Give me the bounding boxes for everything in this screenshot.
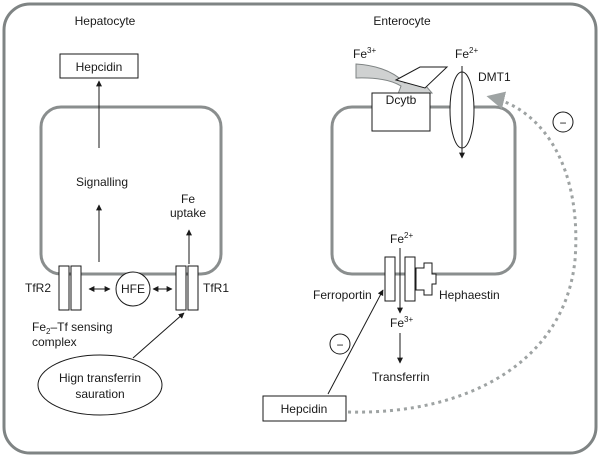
tfr2-label: TfR2 [25, 281, 51, 295]
hepcidin-to-ferroportin-arrow [327, 289, 384, 395]
fe2-ferroportin-label: Fe2+ [390, 231, 413, 246]
high-saturation-label-line1: Hign transferrin [59, 371, 141, 385]
high-saturation-ellipse [37, 354, 163, 416]
dcytb-box [371, 92, 431, 132]
hfe-circle [115, 271, 151, 307]
ferroportin-inhibition-sign: − [336, 338, 343, 352]
enterocyte-title: Enterocyte [373, 14, 431, 28]
hepatocyte-cell-membrane [39, 105, 223, 276]
ferroportin-inhibition-icon [329, 333, 351, 355]
ferroportin-label: Ferroportin [313, 288, 372, 302]
tfr2-receptor [58, 265, 82, 311]
tfr1-label: TfR1 [203, 281, 229, 295]
fe3-transferrin-label: Fe3+ [390, 315, 413, 330]
tfr1-receptor [175, 265, 199, 311]
enterocyte-hepcidin-label: Hepcidin [281, 402, 328, 416]
dmt1-label: DMT1 [478, 70, 511, 84]
dmt1-inhibition-sign: − [559, 116, 566, 130]
fe2-top-label: Fe2+ [455, 46, 478, 61]
fe3-top-label: Fe3+ [353, 46, 376, 61]
hepatocyte-hepcidin-box [59, 53, 139, 79]
fe-uptake-label-line1: Fe [181, 192, 195, 206]
hfe-label: HFE [121, 282, 145, 296]
saturation-to-tfr1-arrow [132, 312, 185, 359]
hepatocyte-title: Hepatocyte [75, 14, 136, 28]
signalling-label: Signalling [76, 175, 128, 189]
dcytb-label: Dcytb [386, 93, 417, 107]
dmt1-inhibition-icon [552, 111, 574, 133]
enterocyte-hepcidin-box [262, 395, 347, 422]
enterocyte-cell-membrane [330, 105, 517, 276]
high-saturation-label-line2: sauration [75, 387, 124, 401]
hephaestin-label: Hephaestin [439, 288, 500, 302]
hepcidin-feedback-dotted-path [347, 91, 578, 414]
sensing-complex-label-line1: Fe2–Tf sensing [32, 320, 113, 336]
fe-uptake-label-line2: uptake [170, 206, 206, 220]
ferroportin-channel [384, 256, 416, 302]
transferrin-label: Transferrin [372, 370, 430, 384]
hephaestin-shape [415, 262, 437, 296]
hepatocyte-hepcidin-label: Hepcidin [76, 60, 123, 74]
dcytb-arrow-head [394, 66, 449, 89]
sensing-complex-label-line2: complex [32, 335, 77, 349]
